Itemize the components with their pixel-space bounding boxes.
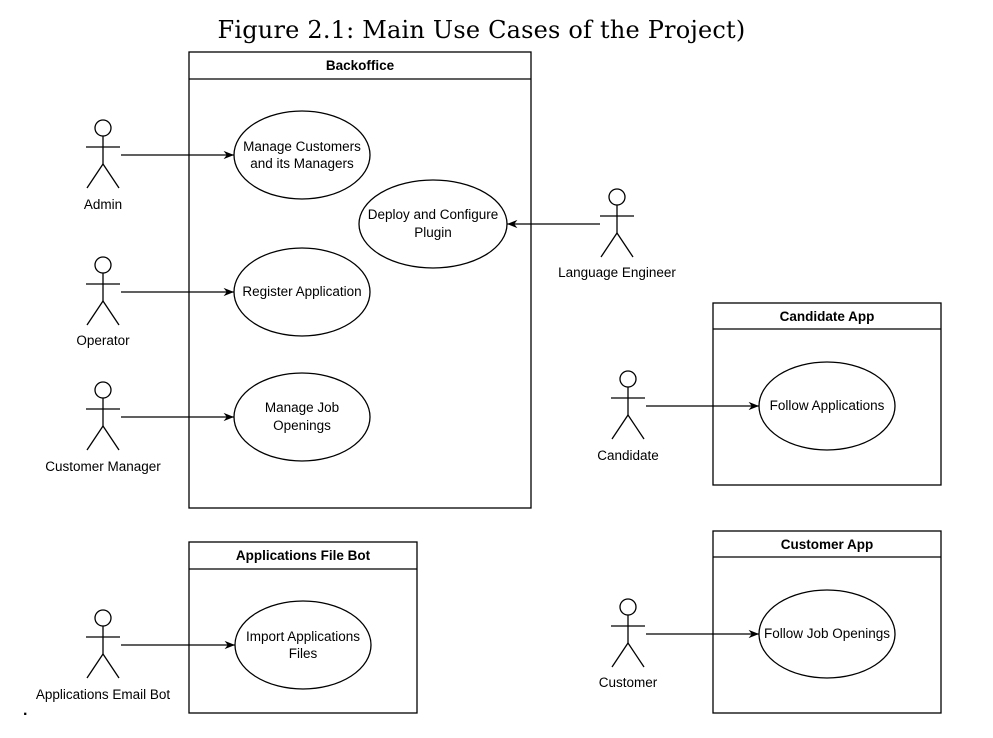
use-case-follow-job-openings: Follow Job Openings [758, 589, 896, 679]
actor-language-engineer-figure-icon [600, 188, 634, 258]
use-case-follow-job-openings-line-1: Follow Job Openings [764, 626, 890, 641]
actor-customer: Customer [599, 598, 658, 690]
use-case-register-application-line-1: Register Application [242, 284, 361, 299]
use-case-import-applications: Import Applications Files [234, 600, 372, 690]
actor-language-engineer: Language Engineer [558, 188, 676, 280]
actor-customer-manager-label: Customer Manager [45, 459, 161, 474]
use-case-deploy-plugin-line-2: Plugin [414, 225, 452, 240]
footnote-mark: . [23, 702, 27, 719]
actor-admin: Admin [84, 119, 122, 212]
use-case-manage-job-openings: Manage Job Openings [233, 372, 371, 462]
actor-customer-manager-figure-icon [86, 381, 120, 451]
actor-customer-manager: Customer Manager [45, 381, 161, 474]
use-case-manage-customers-line-2: and its Managers [250, 156, 354, 171]
system-applications-file-bot-title: Applications File Bot [236, 548, 371, 563]
use-case-manage-job-openings-line-1: Manage Job [265, 400, 339, 415]
actor-operator: Operator [76, 256, 130, 348]
use-case-follow-applications-line-1: Follow Applications [770, 398, 885, 413]
use-case-import-applications-line-1: Import Applications [246, 629, 360, 644]
use-case-follow-applications: Follow Applications [758, 361, 896, 451]
actor-applications-email-bot-label: Applications Email Bot [36, 687, 171, 702]
system-candidate-app: Candidate App [712, 302, 942, 486]
use-case-manage-customers-line-1: Manage Customers [243, 139, 361, 154]
actor-applications-email-bot: Applications Email Bot [36, 609, 171, 702]
actor-customer-label: Customer [599, 675, 658, 690]
actor-candidate-figure-icon [611, 370, 645, 440]
actor-language-engineer-label: Language Engineer [558, 265, 676, 280]
use-case-deploy-plugin: Deploy and Configure Plugin [358, 179, 508, 269]
actor-operator-figure-icon [86, 256, 120, 326]
use-case-manage-customers: Manage Customers and its Managers [233, 110, 371, 200]
actor-applications-email-bot-figure-icon [86, 609, 120, 679]
actor-admin-figure-icon [86, 119, 120, 189]
use-case-manage-job-openings-line-2: Openings [273, 418, 331, 433]
system-backoffice-title: Backoffice [326, 58, 395, 73]
actor-customer-figure-icon [611, 598, 645, 668]
figure-caption: Figure 2.1: Main Use Cases of the Projec… [217, 16, 746, 44]
use-case-register-application: Register Application [233, 247, 371, 337]
actor-operator-label: Operator [76, 333, 130, 348]
system-candidate-app-title: Candidate App [780, 309, 875, 324]
actor-admin-label: Admin [84, 197, 122, 212]
use-case-import-applications-line-2: Files [289, 646, 318, 661]
system-customer-app-title: Customer App [781, 537, 874, 552]
use-case-deploy-plugin-line-1: Deploy and Configure [368, 207, 499, 222]
actor-candidate-label: Candidate [597, 448, 659, 463]
actor-candidate: Candidate [597, 370, 659, 463]
